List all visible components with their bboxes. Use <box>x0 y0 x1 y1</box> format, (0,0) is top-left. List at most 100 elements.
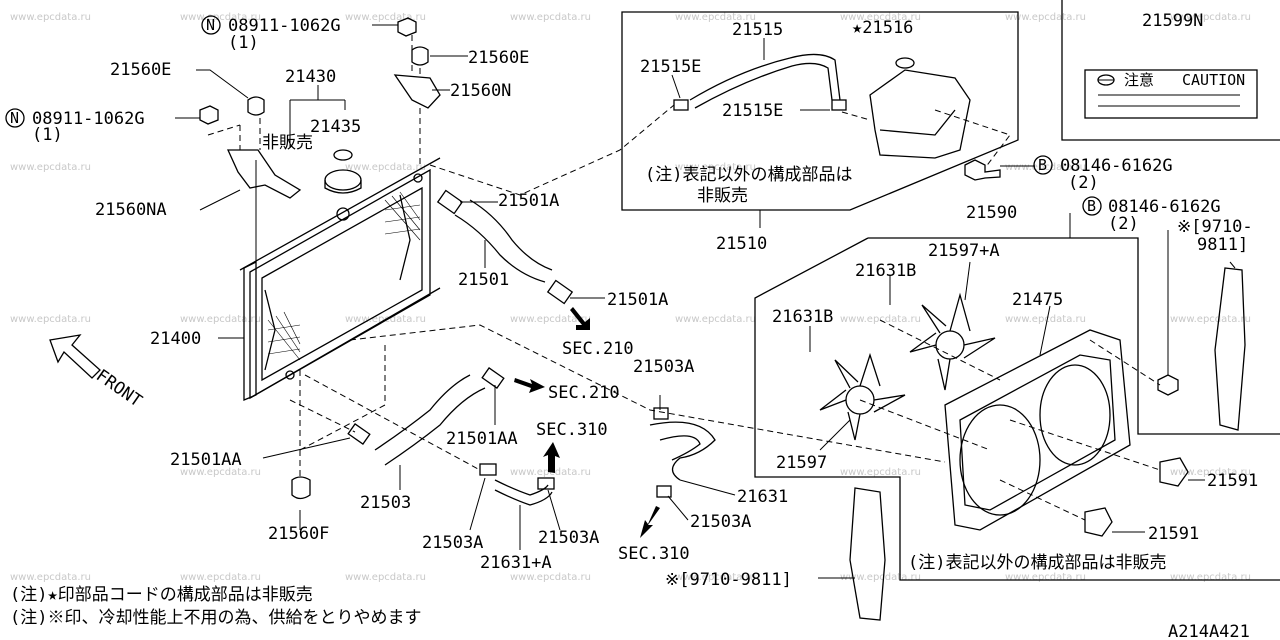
bolt-lower <box>1157 374 1179 396</box>
svg-text:www.epcdata.ru: www.epcdata.ru <box>10 572 91 583</box>
svg-text:www.epcdata.ru: www.epcdata.ru <box>675 162 756 173</box>
svg-text:www.epcdata.ru: www.epcdata.ru <box>10 162 91 173</box>
lower-hose <box>347 367 505 466</box>
svg-text:www.epcdata.ru: www.epcdata.ru <box>1005 12 1086 23</box>
svg-text:21560E: 21560E <box>468 48 529 68</box>
svg-text:www.epcdata.ru: www.epcdata.ru <box>840 12 921 23</box>
svg-text:21597+A: 21597+A <box>928 241 1000 261</box>
svg-text:www.epcdata.ru: www.epcdata.ru <box>1005 314 1086 325</box>
bracket-left <box>226 149 302 199</box>
fan-motor-lower <box>1084 507 1113 537</box>
svg-text:www.epcdata.ru: www.epcdata.ru <box>345 12 426 23</box>
svg-text:21560N: 21560N <box>450 81 511 101</box>
svg-text:21475: 21475 <box>1012 290 1063 310</box>
svg-text:(1): (1) <box>32 125 63 145</box>
svg-text:21503A: 21503A <box>633 357 694 377</box>
svg-text:www.epcdata.ru: www.epcdata.ru <box>180 314 261 325</box>
svg-text:08146-6162G: 08146-6162G <box>1060 156 1173 176</box>
svg-text:B: B <box>1087 197 1096 215</box>
svg-text:FRONT: FRONT <box>92 366 145 412</box>
svg-text:www.epcdata.ru: www.epcdata.ru <box>1005 572 1086 583</box>
cap-seal <box>333 149 353 161</box>
svg-text:21560E: 21560E <box>110 60 171 80</box>
svg-text:(注)※印、冷却性能上不用の為、供給をとりやめます: (注)※印、冷却性能上不用の為、供給をとりやめます <box>10 608 421 628</box>
svg-text:21501A: 21501A <box>498 191 559 211</box>
svg-text:21599N: 21599N <box>1142 11 1203 31</box>
svg-text:www.epcdata.ru: www.epcdata.ru <box>510 12 591 23</box>
svg-text:www.epcdata.ru: www.epcdata.ru <box>345 162 426 173</box>
svg-text:(2): (2) <box>1108 214 1139 234</box>
svg-text:(注)★印部品コードの構成部品は非販売: (注)★印部品コードの構成部品は非販売 <box>10 585 313 605</box>
svg-text:www.epcdata.ru: www.epcdata.ru <box>1005 162 1086 173</box>
svg-text:21631B: 21631B <box>855 261 916 281</box>
nut-left <box>199 105 219 125</box>
reservoir-tank <box>673 53 971 159</box>
svg-text:www.epcdata.ru: www.epcdata.ru <box>10 12 91 23</box>
grommet-upper-left <box>247 96 265 116</box>
svg-text:www.epcdata.ru: www.epcdata.ru <box>10 314 91 325</box>
svg-text:SEC.210: SEC.210 <box>548 383 620 403</box>
svg-text:www.epcdata.ru: www.epcdata.ru <box>510 314 591 325</box>
svg-text:非販売: 非販売 <box>262 133 313 153</box>
svg-text:21591: 21591 <box>1207 471 1258 491</box>
svg-text:21501AA: 21501AA <box>170 450 242 470</box>
svg-text:※[9710-9811]: ※[9710-9811] <box>665 570 792 590</box>
svg-text:www.epcdata.ru: www.epcdata.ru <box>840 572 921 583</box>
fan-group-frame <box>754 237 1280 581</box>
svg-text:N: N <box>206 16 215 34</box>
air-guide-upper <box>1214 267 1246 431</box>
reservoir-group-frame <box>621 11 1019 211</box>
svg-text:21631B: 21631B <box>772 307 833 327</box>
bypass-hose <box>479 463 555 506</box>
svg-text:21591: 21591 <box>1148 524 1199 544</box>
svg-text:21560NA: 21560NA <box>95 200 167 220</box>
svg-text:www.epcdata.ru: www.epcdata.ru <box>1170 12 1251 23</box>
svg-text:www.epcdata.ru: www.epcdata.ru <box>180 12 261 23</box>
svg-text:※[9710-: ※[9710- <box>1177 217 1253 237</box>
svg-text:21590: 21590 <box>966 203 1017 223</box>
svg-text:非販売: 非販売 <box>697 186 748 206</box>
fan-left <box>819 352 906 441</box>
fan-motor-upper <box>1159 457 1189 487</box>
svg-text:21501: 21501 <box>458 270 509 290</box>
svg-text:21510: 21510 <box>716 234 767 254</box>
svg-text:www.epcdata.ru: www.epcdata.ru <box>840 314 921 325</box>
watermark-grid: www.epcdata.ru www.epcdata.ru www.epcdat… <box>10 12 1251 583</box>
sec-arrows <box>514 307 660 538</box>
svg-text:21560F: 21560F <box>268 524 329 544</box>
svg-text:www.epcdata.ru: www.epcdata.ru <box>675 12 756 23</box>
svg-text:21515E: 21515E <box>640 57 701 77</box>
svg-text:www.epcdata.ru: www.epcdata.ru <box>345 572 426 583</box>
svg-text:www.epcdata.ru: www.epcdata.ru <box>675 572 756 583</box>
svg-text:08146-6162G: 08146-6162G <box>1108 197 1221 217</box>
svg-text:★21516: ★21516 <box>852 18 913 38</box>
svg-text:21503A: 21503A <box>538 528 599 548</box>
svg-text:www.epcdata.ru: www.epcdata.ru <box>180 572 261 583</box>
bolt-upper <box>964 159 1001 181</box>
svg-text:21631+A: 21631+A <box>480 553 552 573</box>
svg-text:www.epcdata.ru: www.epcdata.ru <box>180 467 261 478</box>
svg-text:www.epcdata.ru: www.epcdata.ru <box>510 467 591 478</box>
svg-text:21631: 21631 <box>737 487 788 507</box>
svg-text:(注)表記以外の構成部品は非販売: (注)表記以外の構成部品は非販売 <box>908 553 1166 573</box>
fan-right <box>909 292 996 391</box>
svg-text:SEC.210: SEC.210 <box>562 339 634 359</box>
svg-text:A214A421: A214A421 <box>1168 622 1250 640</box>
svg-text:www.epcdata.ru: www.epcdata.ru <box>1170 314 1251 325</box>
svg-text:www.epcdata.ru: www.epcdata.ru <box>840 467 921 478</box>
svg-text:SEC.310: SEC.310 <box>618 544 690 564</box>
upper-hose <box>436 189 574 305</box>
svg-text:CAUTION: CAUTION <box>1182 71 1245 89</box>
svg-text:21515E: 21515E <box>722 101 783 121</box>
svg-text:21501A: 21501A <box>607 290 668 310</box>
grommet-lower <box>291 476 311 500</box>
leader-lines <box>196 38 1236 579</box>
part-labels: N 08911-1062G (1) N 08911-1062G (1) 2156… <box>5 11 1258 640</box>
svg-text:21400: 21400 <box>150 329 201 349</box>
grommet-upper-right <box>411 46 429 66</box>
svg-text:www.epcdata.ru: www.epcdata.ru <box>1170 467 1251 478</box>
fan-shroud <box>944 329 1131 531</box>
radiator-core <box>239 157 441 401</box>
svg-text:21430: 21430 <box>285 67 336 87</box>
